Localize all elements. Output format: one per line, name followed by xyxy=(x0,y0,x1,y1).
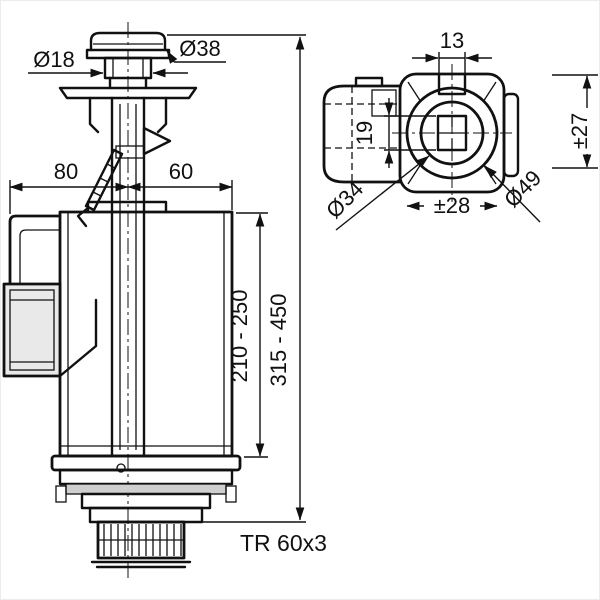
outer-circle xyxy=(405,86,499,180)
outlet-circles xyxy=(405,86,499,180)
thread-spec-label: TR 60x3 xyxy=(240,530,327,556)
side-view-drawing: 13 19 ±27 ±28 Ø34 Ø4 xyxy=(321,28,598,231)
top-flange xyxy=(58,86,198,134)
offset-right-label: 60 xyxy=(169,159,193,184)
overflow-pipe xyxy=(2,214,98,378)
dimension-pm27: ±27 xyxy=(552,74,598,169)
dimension-80-60: 80 60 xyxy=(9,159,233,214)
side-tab xyxy=(502,92,520,178)
dimension-dia49: Ø49 xyxy=(484,165,546,223)
tube-height-label: 210 - 250 xyxy=(227,290,252,383)
dimension-210-250: 210 - 250 xyxy=(227,212,268,458)
lift-tube xyxy=(110,96,172,458)
inner-circle xyxy=(419,100,485,166)
outer-diameter-label: Ø49 xyxy=(499,165,546,212)
dimension-19: 19 xyxy=(352,98,436,168)
dimension-pm28: ±28 xyxy=(406,193,498,218)
push-button xyxy=(85,31,171,90)
dimension-13: 13 xyxy=(412,28,492,74)
dimension-dia18: Ø18 xyxy=(28,47,188,78)
base-and-thread xyxy=(50,454,242,569)
vertical-tolerance-label: ±27 xyxy=(567,113,592,150)
offset-left-label: 80 xyxy=(54,159,78,184)
slot-width-label: 13 xyxy=(440,28,464,53)
front-view-drawing: Ø18 Ø38 80 60 210 - 250 315 - 450 xyxy=(2,22,327,578)
dia38-label: Ø38 xyxy=(179,36,221,61)
dimension-315-450: 315 - 450 xyxy=(167,34,306,523)
dia18-label: Ø18 xyxy=(33,47,75,72)
mounting-bracket xyxy=(322,76,402,184)
valve-base-body xyxy=(398,72,520,194)
dimension-dia38: Ø38 xyxy=(166,36,226,64)
valve-body xyxy=(58,200,234,458)
horizontal-tolerance-label: ±28 xyxy=(434,193,471,218)
total-height-label: 315 - 450 xyxy=(266,294,291,387)
socket-height-label: 19 xyxy=(352,121,377,145)
